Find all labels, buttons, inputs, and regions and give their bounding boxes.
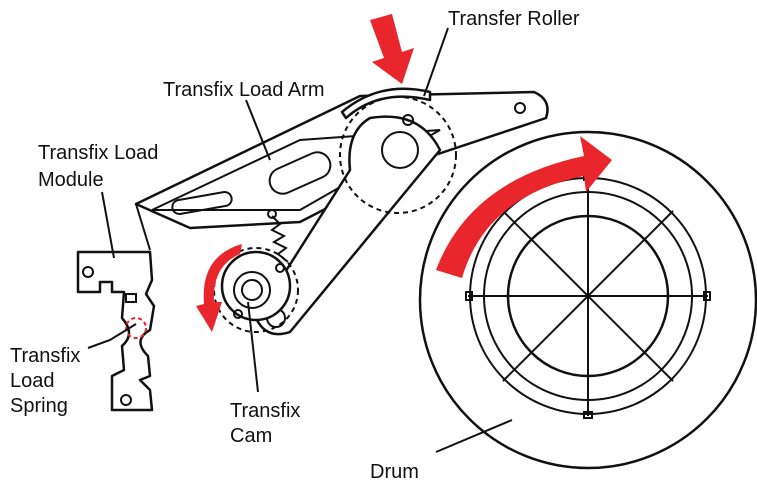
cam-rotation-arrow-shape	[196, 244, 242, 332]
transfix-load-spring-label-line3: Spring	[10, 395, 68, 417]
transfer-roller-label: Transfer Roller	[448, 8, 580, 30]
down-arrow-icon	[370, 14, 414, 84]
drum-label: Drum	[370, 461, 419, 483]
transfix-load-spring-label-line2: Load	[10, 370, 55, 392]
drum-rotation-arrow-icon	[436, 136, 612, 278]
transfix-load-spring-label-line1: Transfix	[10, 345, 80, 367]
transfix-load-arm-label: Transfix Load Arm	[163, 79, 325, 101]
drum-spokes	[465, 173, 711, 419]
transfix-cam-label-line1: Transfix	[230, 400, 300, 422]
drum-rotation-arrow-shape	[436, 136, 612, 278]
cam-rotation-arrow-icon	[196, 244, 242, 332]
transfix-cam	[213, 247, 299, 333]
force-arrow-shape	[370, 14, 414, 84]
transfix-cam-label-line2: Cam	[230, 425, 272, 447]
transfix-load-module	[76, 250, 156, 412]
drum	[418, 130, 757, 470]
transfix-load-module-label-line2: Module	[38, 169, 104, 191]
spring-location-marker	[125, 317, 147, 339]
transfer-roller	[339, 87, 457, 214]
transfix-load-module-label-line1: Transfix Load	[38, 142, 158, 164]
leader-lines	[87, 27, 513, 453]
transfix-arm-spring	[267, 209, 289, 263]
